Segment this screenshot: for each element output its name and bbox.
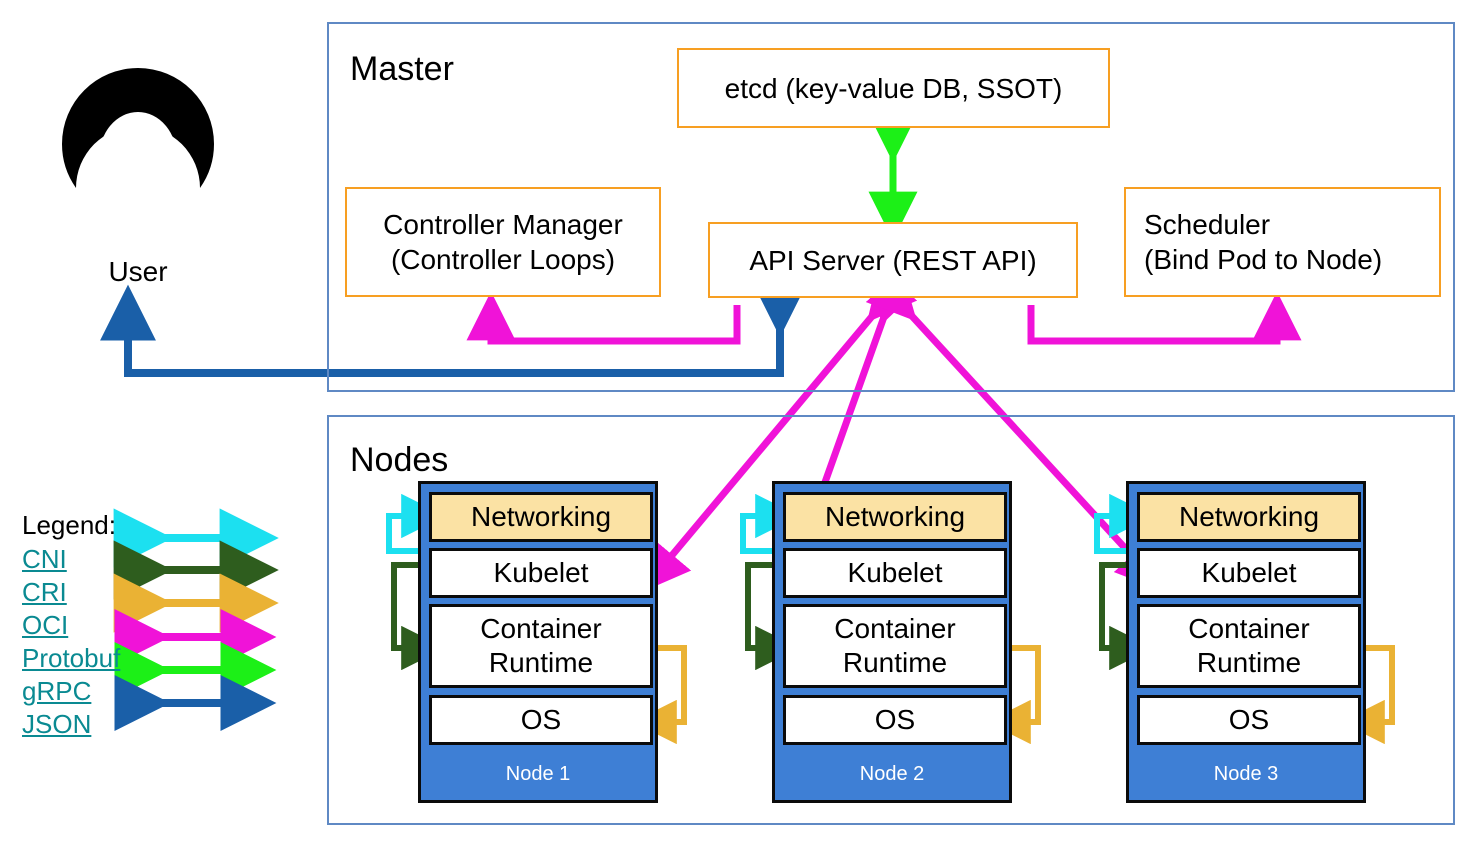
node1-kubelet-row[interactable]: Kubelet [429, 548, 653, 598]
node1-cri-loop [391, 562, 446, 671]
controller-manager-label-line1: Controller Manager [383, 209, 623, 240]
legend-item-protobuf[interactable]: Protobuf [22, 643, 121, 673]
node-card[interactable]: Networking Kubelet Container Runtime OS … [1126, 481, 1366, 803]
connector-apiserver-node3-kubelet-protobuf [865, 268, 1165, 592]
node-card[interactable]: Networking Kubelet Container Runtime OS … [418, 481, 658, 803]
legend-item-oci[interactable]: OCI [22, 610, 69, 640]
node3-container-runtime-row[interactable]: Container Runtime [1137, 604, 1361, 688]
node-card[interactable]: Networking Kubelet Container Runtime OS … [772, 481, 1012, 803]
legend-item-json[interactable]: JSON [22, 709, 92, 739]
node3-os-label: OS [1228, 704, 1270, 736]
nodes-group [327, 415, 1455, 825]
controller-manager-label-line2: (Controller Loops) [390, 244, 616, 275]
node3-cri-loop [1099, 562, 1154, 671]
node1-container-runtime-label-line2: Runtime [488, 647, 594, 678]
node3-oci-loop [1340, 645, 1395, 745]
node3-kubelet-row[interactable]: Kubelet [1137, 548, 1361, 598]
node2-oci-loop [986, 645, 1041, 745]
master-group-title: Master [350, 50, 454, 88]
nodes-group-title: Nodes [350, 441, 449, 479]
node3-container-runtime-label-line1: Container [1188, 613, 1310, 645]
node2-kubelet-row[interactable]: Kubelet [783, 548, 1007, 598]
legend-item-cni[interactable]: CNI [22, 544, 67, 574]
etcd-label: etcd (key-value DB, SSOT) [724, 72, 1063, 104]
node2-name: Node 2 [859, 763, 925, 785]
node3-cni-loop [1094, 493, 1154, 554]
node2-container-runtime-label-line1: Container [834, 613, 956, 645]
node1-networking-label: Networking [470, 501, 612, 533]
etcd-box[interactable]: etcd (key-value DB, SSOT) [677, 48, 1110, 128]
node1-kubelet-label: Kubelet [493, 557, 589, 589]
master-group [327, 22, 1455, 392]
node3-networking-label: Networking [1178, 501, 1320, 533]
node3-name: Node 3 [1213, 763, 1279, 785]
controller-manager-box[interactable]: Controller Manager (Controller Loops) [345, 187, 661, 297]
node2-cri-loop [745, 562, 800, 671]
legend-item-grpc[interactable]: gRPC [22, 676, 92, 706]
node2-networking-label: Networking [824, 501, 966, 533]
scheduler-box[interactable]: Scheduler (Bind Pod to Node) [1124, 187, 1441, 297]
node1-os-row[interactable]: OS [429, 695, 653, 745]
node2-os-row[interactable]: OS [783, 695, 1007, 745]
legend-title: Legend: [22, 510, 116, 540]
node1-name: Node 1 [505, 763, 571, 785]
api-server-label: API Server (REST API) [749, 244, 1037, 276]
legend-item-cri[interactable]: CRI [22, 577, 67, 607]
node1-cni-loop [386, 493, 446, 554]
node3-kubelet-label: Kubelet [1201, 557, 1297, 589]
user-label: User [108, 256, 168, 287]
user-avatar-icon [61, 68, 215, 204]
node3-os-row[interactable]: OS [1137, 695, 1361, 745]
node3-container-runtime-label-line2: Runtime [1196, 647, 1302, 678]
node2-os-label: OS [874, 704, 916, 736]
api-server-box[interactable]: API Server (REST API) [708, 222, 1078, 298]
node3-networking-row[interactable]: Networking [1137, 492, 1361, 542]
node1-oci-loop [632, 645, 687, 745]
node1-networking-row[interactable]: Networking [429, 492, 653, 542]
scheduler-label-line2: (Bind Pod to Node) [1144, 244, 1383, 275]
node1-container-runtime-label-line1: Container [480, 613, 602, 645]
node2-cni-loop [740, 493, 800, 554]
node1-os-label: OS [520, 704, 562, 736]
node2-kubelet-label: Kubelet [847, 557, 943, 589]
scheduler-label-line1: Scheduler [1144, 209, 1271, 240]
node1-container-runtime-row[interactable]: Container Runtime [429, 604, 653, 688]
node2-container-runtime-label-line2: Runtime [842, 647, 948, 678]
node2-container-runtime-row[interactable]: Container Runtime [783, 604, 1007, 688]
node2-networking-row[interactable]: Networking [783, 492, 1007, 542]
